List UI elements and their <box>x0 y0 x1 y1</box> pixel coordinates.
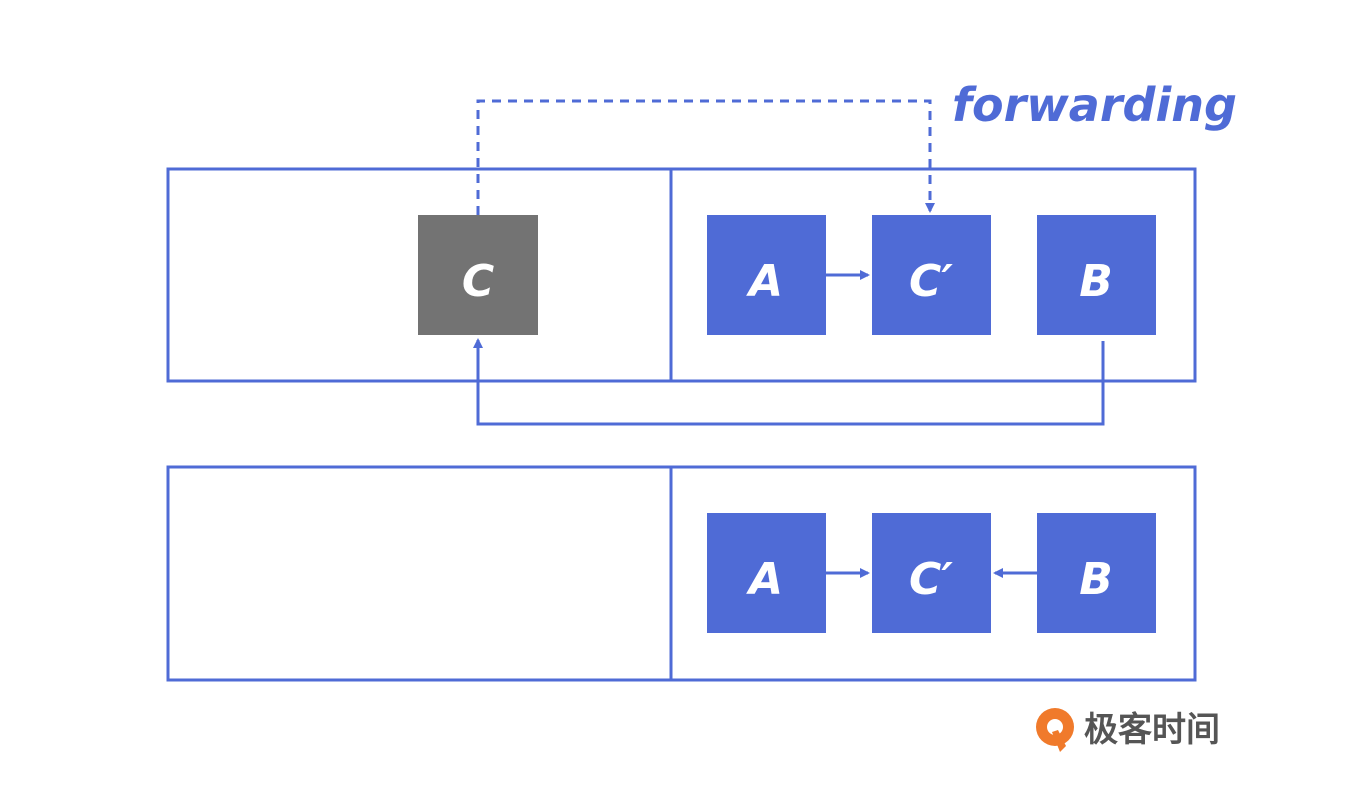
forwarding-arrow <box>476 99 935 215</box>
top-region-right-half <box>669 167 1197 383</box>
bottom-region-right-half <box>669 465 1197 682</box>
top-node-c-prime: C′ <box>872 215 991 335</box>
top-node-b: B <box>1037 215 1156 335</box>
top-node-a-label: A <box>746 256 783 307</box>
bottom-node-a-label: A <box>746 554 783 605</box>
forwarding-label: forwarding <box>952 78 1237 132</box>
top-node-a: A <box>707 215 826 335</box>
bottom-node-b-label: B <box>1079 554 1113 605</box>
bottom-node-c-prime-label: C′ <box>909 554 953 605</box>
geektime-logo-icon <box>1036 708 1074 752</box>
top-node-c-prime-label: C′ <box>909 256 953 307</box>
arrow-b-to-old-c <box>473 338 1105 426</box>
geektime-logo: 极客时间 <box>1036 708 1220 752</box>
geektime-logo-text: 极客时间 <box>1084 710 1220 750</box>
top-region: C A C′ B <box>166 167 1197 383</box>
bottom-region-left-half <box>166 465 673 682</box>
old-object-c: C <box>418 215 538 335</box>
bottom-node-b: B <box>1037 513 1156 633</box>
old-object-c-label: C <box>462 256 494 307</box>
bottom-region: A C′ B <box>166 465 1197 682</box>
top-node-b-label: B <box>1079 256 1113 307</box>
bottom-node-a: A <box>707 513 826 633</box>
bottom-node-c-prime: C′ <box>872 513 991 633</box>
